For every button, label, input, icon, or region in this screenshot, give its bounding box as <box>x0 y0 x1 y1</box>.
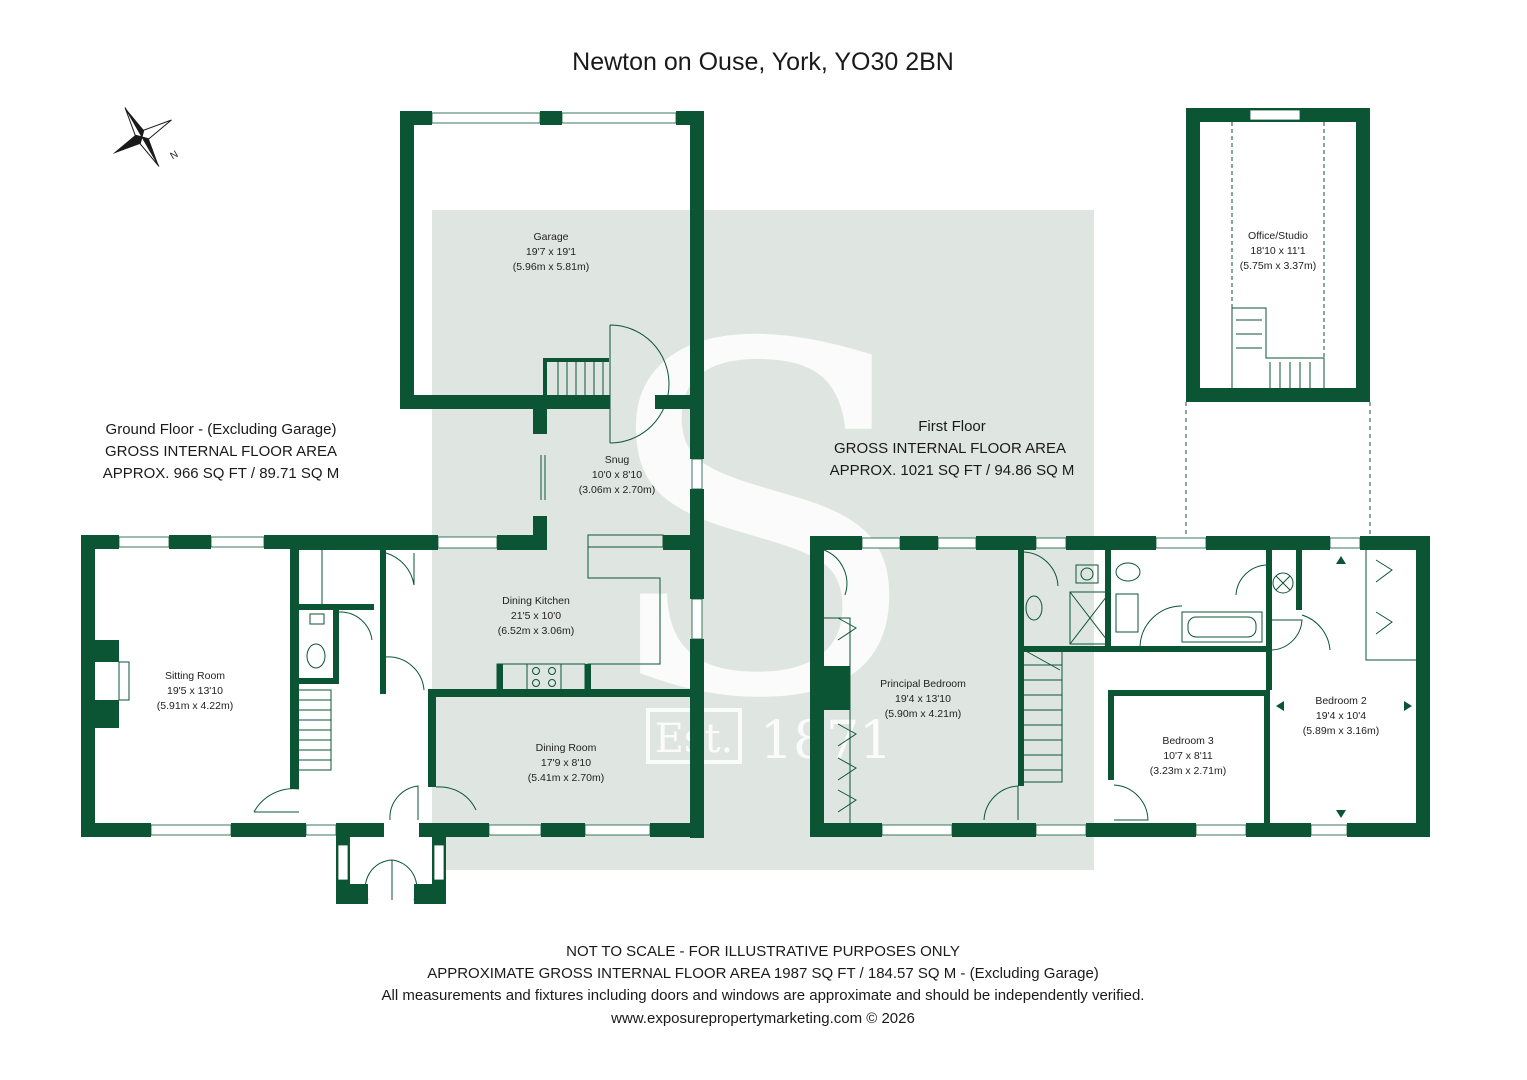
watermark-year: 1871 <box>760 711 892 771</box>
room-dining-room-imperial: 17'9 x 8'10 <box>541 757 591 769</box>
ground-floor-heading: Ground Floor - (Excluding Garage) <box>106 421 337 438</box>
compass-north-letter: N <box>169 149 181 162</box>
room-garage-metric: (5.96m x 5.81m) <box>513 261 589 273</box>
room-snug-imperial: 10'0 x 8'10 <box>592 469 642 481</box>
first-floor-area-block: First Floor GROSS INTERNAL FLOOR AREA AP… <box>830 418 1075 479</box>
compass-rose-icon <box>112 107 172 167</box>
room-bedroom-3-imperial: 10'7 x 8'11 <box>1163 750 1213 762</box>
room-bedroom-2-metric: (5.89m x 3.16m) <box>1303 725 1379 737</box>
room-principal-bedroom-imperial: 19'4 x 13'10 <box>895 693 951 705</box>
room-bedroom-3-label: Bedroom 3 10'7 x 8'11 (3.23m x 2.71m) <box>1150 735 1226 777</box>
footer-website: www.exposurepropertymarketing.com © 2026 <box>610 1010 915 1027</box>
room-sitting-room-label: Sitting Room 19'5 x 13'10 (5.91m x 4.22m… <box>157 670 233 712</box>
ground-floor-area-value: APPROX. 966 SQ FT / 89.71 SQ M <box>103 465 339 482</box>
room-sitting-room-metric: (5.91m x 4.22m) <box>157 700 233 712</box>
ground-floor-area-block: Ground Floor - (Excluding Garage) GROSS … <box>103 421 339 482</box>
room-principal-bedroom-metric: (5.90m x 4.21m) <box>885 708 961 720</box>
room-dining-kitchen-metric: (6.52m x 3.06m) <box>498 625 574 637</box>
room-office-studio-imperial: 18'10 x 11'1 <box>1250 245 1305 257</box>
room-principal-bedroom-label: Principal Bedroom 19'4 x 13'10 (5.90m x … <box>880 678 966 720</box>
ground-floor-gia-label: GROSS INTERNAL FLOOR AREA <box>105 443 337 460</box>
ground-floor-plan <box>81 111 704 904</box>
footer-measurement-note: All measurements and fixtures including … <box>382 987 1145 1004</box>
room-office-studio-name: Office/Studio <box>1248 230 1308 242</box>
room-garage-label: Garage 19'7 x 19'1 (5.96m x 5.81m) <box>513 231 589 273</box>
footer: NOT TO SCALE - FOR ILLUSTRATIVE PURPOSES… <box>382 943 1145 1027</box>
footer-total-area: APPROXIMATE GROSS INTERNAL FLOOR AREA 19… <box>427 965 1099 982</box>
first-floor-heading: First Floor <box>918 418 986 435</box>
room-bedroom-2-label: Bedroom 2 19'4 x 10'4 (5.89m x 3.16m) <box>1303 695 1379 737</box>
room-bedroom-3-metric: (3.23m x 2.71m) <box>1150 765 1226 777</box>
first-floor-area-value: APPROX. 1021 SQ FT / 94.86 SQ M <box>830 462 1075 479</box>
room-garage-imperial: 19'7 x 19'1 <box>526 246 576 258</box>
room-sitting-room-name: Sitting Room <box>165 670 225 682</box>
room-bedroom-2-name: Bedroom 2 <box>1315 695 1367 707</box>
kitchen-worktop <box>496 534 690 691</box>
room-dining-kitchen-label: Dining Kitchen 21'5 x 10'0 (6.52m x 3.06… <box>498 595 574 637</box>
room-snug-name: Snug <box>605 454 630 466</box>
room-snug-label: Snug 10'0 x 8'10 (3.06m x 2.70m) <box>579 454 655 496</box>
garage-stairs <box>543 358 609 398</box>
room-dining-kitchen-imperial: 21'5 x 10'0 <box>511 610 561 622</box>
room-office-studio-metric: (5.75m x 3.37m) <box>1240 260 1316 272</box>
page-title: Newton on Ouse, York, YO30 2BN <box>572 48 954 76</box>
room-dining-room-metric: (5.41m x 2.70m) <box>528 772 604 784</box>
room-office-studio-label: Office/Studio 18'10 x 11'1 (5.75m x 3.37… <box>1240 230 1316 272</box>
room-bedroom-2-imperial: 19'4 x 10'4 <box>1316 710 1366 722</box>
room-dining-kitchen-name: Dining Kitchen <box>502 595 570 607</box>
room-bedroom-3-name: Bedroom 3 <box>1162 735 1214 747</box>
first-floor-plan <box>810 108 1430 837</box>
room-snug-metric: (3.06m x 2.70m) <box>579 484 655 496</box>
room-dining-room-name: Dining Room <box>536 742 597 754</box>
first-floor-gia-label: GROSS INTERNAL FLOOR AREA <box>834 440 1066 457</box>
footer-disclaimer: NOT TO SCALE - FOR ILLUSTRATIVE PURPOSES… <box>566 943 960 960</box>
room-sitting-room-imperial: 19'5 x 13'10 <box>167 685 223 697</box>
room-principal-bedroom-name: Principal Bedroom <box>880 678 966 690</box>
bathroom-fixtures <box>1025 562 1263 645</box>
snug-door-arc <box>609 324 670 444</box>
room-garage-name: Garage <box>533 231 568 243</box>
room-dining-room-label: Dining Room 17'9 x 8'10 (5.41m x 2.70m) <box>528 742 604 784</box>
